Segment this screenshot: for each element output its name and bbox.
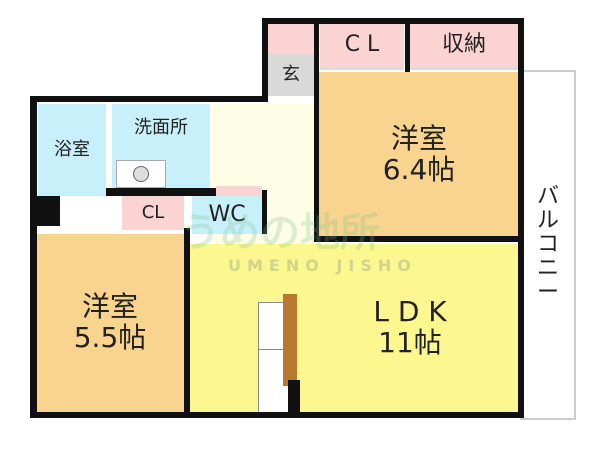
wall [30, 412, 524, 418]
wall [262, 190, 267, 234]
watermark-logo: うめの地所 [180, 210, 380, 256]
kitchen-wall [283, 294, 297, 386]
closet-top-label: C L [344, 32, 380, 58]
wall [314, 22, 319, 240]
wall [314, 236, 524, 242]
western-room-1: 洋室 6.4帖 [318, 72, 520, 238]
washroom-label: 洗面所 [134, 117, 188, 138]
bathroom: 浴室 [38, 104, 106, 196]
watermark-text: UMENO JISHO [228, 256, 417, 275]
wall [30, 196, 60, 226]
wc-label: WC [208, 201, 246, 227]
genkan [268, 24, 314, 54]
storage: 収納 [410, 24, 518, 70]
wall [288, 380, 300, 414]
washing-machine [116, 160, 166, 188]
closet-small-label: CL [141, 202, 165, 224]
wall [405, 22, 410, 72]
wall [262, 18, 268, 98]
wc: WC [192, 196, 262, 234]
ldk: L D K 11帖 [190, 244, 520, 412]
ldk-label: L D K 11帖 [373, 295, 447, 359]
wall [262, 18, 524, 24]
western-room-1-label: 洋室 6.4帖 [382, 122, 456, 186]
storage-label: 収納 [441, 32, 486, 58]
wall [30, 96, 268, 102]
balcony: バ ル コ ニ ー [520, 70, 576, 420]
wall [184, 228, 190, 416]
bathroom-label: 浴室 [54, 139, 90, 161]
closet-top: C L [320, 24, 404, 70]
closet-small: CL [122, 196, 184, 230]
western-room-2: 洋室 5.5帖 [36, 234, 184, 412]
western-room-2-label: 洋室 5.5帖 [73, 290, 147, 354]
wall [518, 18, 524, 418]
genkan-floor: 玄 [268, 54, 314, 96]
wall [106, 188, 216, 196]
genkan-label: 玄 [282, 64, 300, 86]
wall [30, 96, 37, 418]
balcony-label: バ ル コ ニ ー [536, 183, 559, 306]
